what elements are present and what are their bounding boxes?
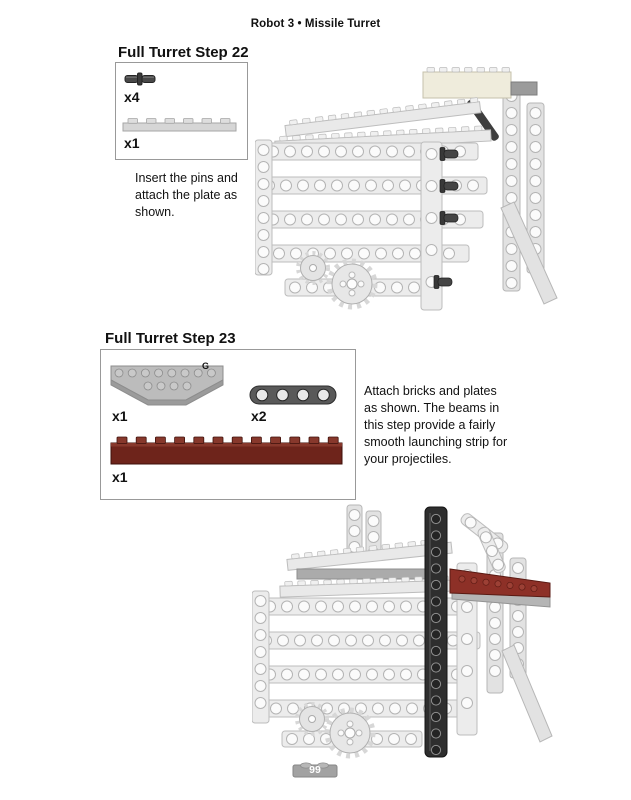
page-number-plate-image [292,762,338,778]
page-number-plate: 99 [292,760,338,778]
plate-part-image [122,118,237,132]
plate-quantity-label: x1 [124,135,140,151]
step23-instruction: Attach bricks and plates as shown. The b… [364,384,508,466]
step22-title: Full Turret Step 22 [118,44,249,61]
step22-parts-box: x4 x1 [115,62,248,160]
technic-beam-part-image [249,385,337,405]
step22-assembly-image [255,67,558,311]
step22-instruction: Insert the pins and attach the plate as … [135,171,238,219]
step23-title: Full Turret Step 23 [105,330,236,347]
wing-plate-marking: G [202,361,210,371]
pin-part-image [124,72,156,86]
step23-parts-box: G x1 x2 x1 [100,349,356,500]
pin-quantity-label: x4 [124,89,140,105]
brick-quantity-label: x1 [112,469,128,485]
wing-plate-part-image [110,365,224,406]
beam-quantity-label: x2 [251,408,267,424]
step23-assembly-image [252,504,553,761]
page-number: 99 [309,764,321,776]
wing-quantity-label: x1 [112,408,128,424]
brick-part-image [110,436,343,465]
page-header: Robot 3 • Missile Turret [250,18,381,30]
